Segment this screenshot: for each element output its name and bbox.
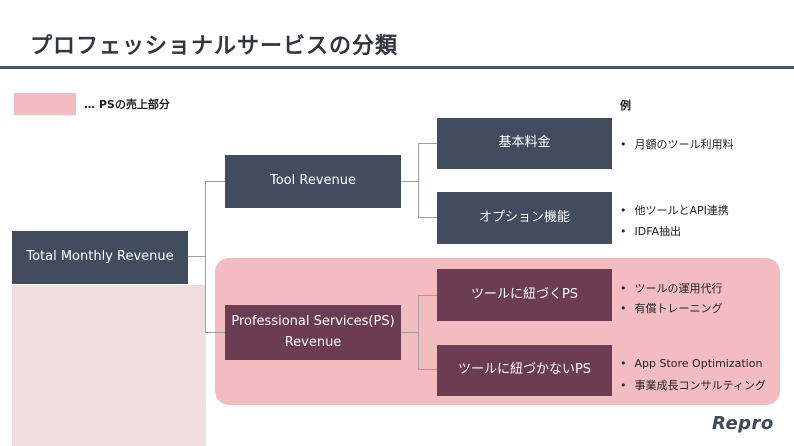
node-label: Tool Revenue (270, 173, 356, 189)
example-item: App Store Optimization (620, 357, 763, 370)
connector (401, 181, 419, 182)
example-item: 他ツールとAPI連携 (620, 202, 729, 218)
connector (418, 217, 437, 218)
total-highlight-strip (12, 285, 206, 446)
connector (418, 295, 419, 370)
connector (418, 369, 437, 370)
node-label: Total Monthly Revenue (26, 249, 174, 265)
page-title: プロフェッショナルサービスの分類 (30, 34, 399, 59)
node-label: オプション機能 (478, 209, 570, 225)
examples-header: 例 (620, 99, 631, 112)
node-label: 基本料金 (498, 135, 551, 151)
node-basic-fee: 基本料金 (437, 118, 612, 169)
repro-logo: Repro (712, 413, 774, 434)
connector (401, 332, 419, 333)
legend-swatch (14, 93, 76, 115)
node-label: ツールに紐づかないPS (457, 362, 592, 378)
node-tool-revenue: Tool Revenue (225, 155, 401, 208)
legend-label: … PSの売上部分 (84, 98, 170, 111)
node-label: Professional Services(PS) (231, 313, 395, 329)
example-item: 事業成長コンサルティング (620, 377, 766, 393)
example-item: 有償トレーニング (620, 300, 723, 316)
connector (205, 332, 225, 333)
node-ps-linked-to-tool: ツールに紐づくPS (437, 269, 612, 321)
connector (418, 295, 437, 296)
example-item: 月額のツール利用料 (620, 136, 734, 152)
connector (188, 256, 206, 257)
connector (418, 143, 437, 144)
node-label: ツールに紐づくPS (470, 286, 579, 302)
node-total-monthly-revenue: Total Monthly Revenue (12, 231, 188, 284)
node-label: Revenue (284, 334, 342, 350)
node-option-features: オプション機能 (437, 192, 612, 244)
connector (418, 143, 419, 218)
node-ps-not-linked-to-tool: ツールに紐づかないPS (437, 345, 612, 396)
node-ps-revenue: Professional Services(PS) Revenue (225, 305, 401, 360)
connector (205, 181, 225, 182)
example-item: IDFA抽出 (620, 223, 682, 239)
title-divider (0, 66, 794, 69)
example-item: ツールの運用代行 (620, 280, 723, 296)
connector (205, 181, 206, 333)
